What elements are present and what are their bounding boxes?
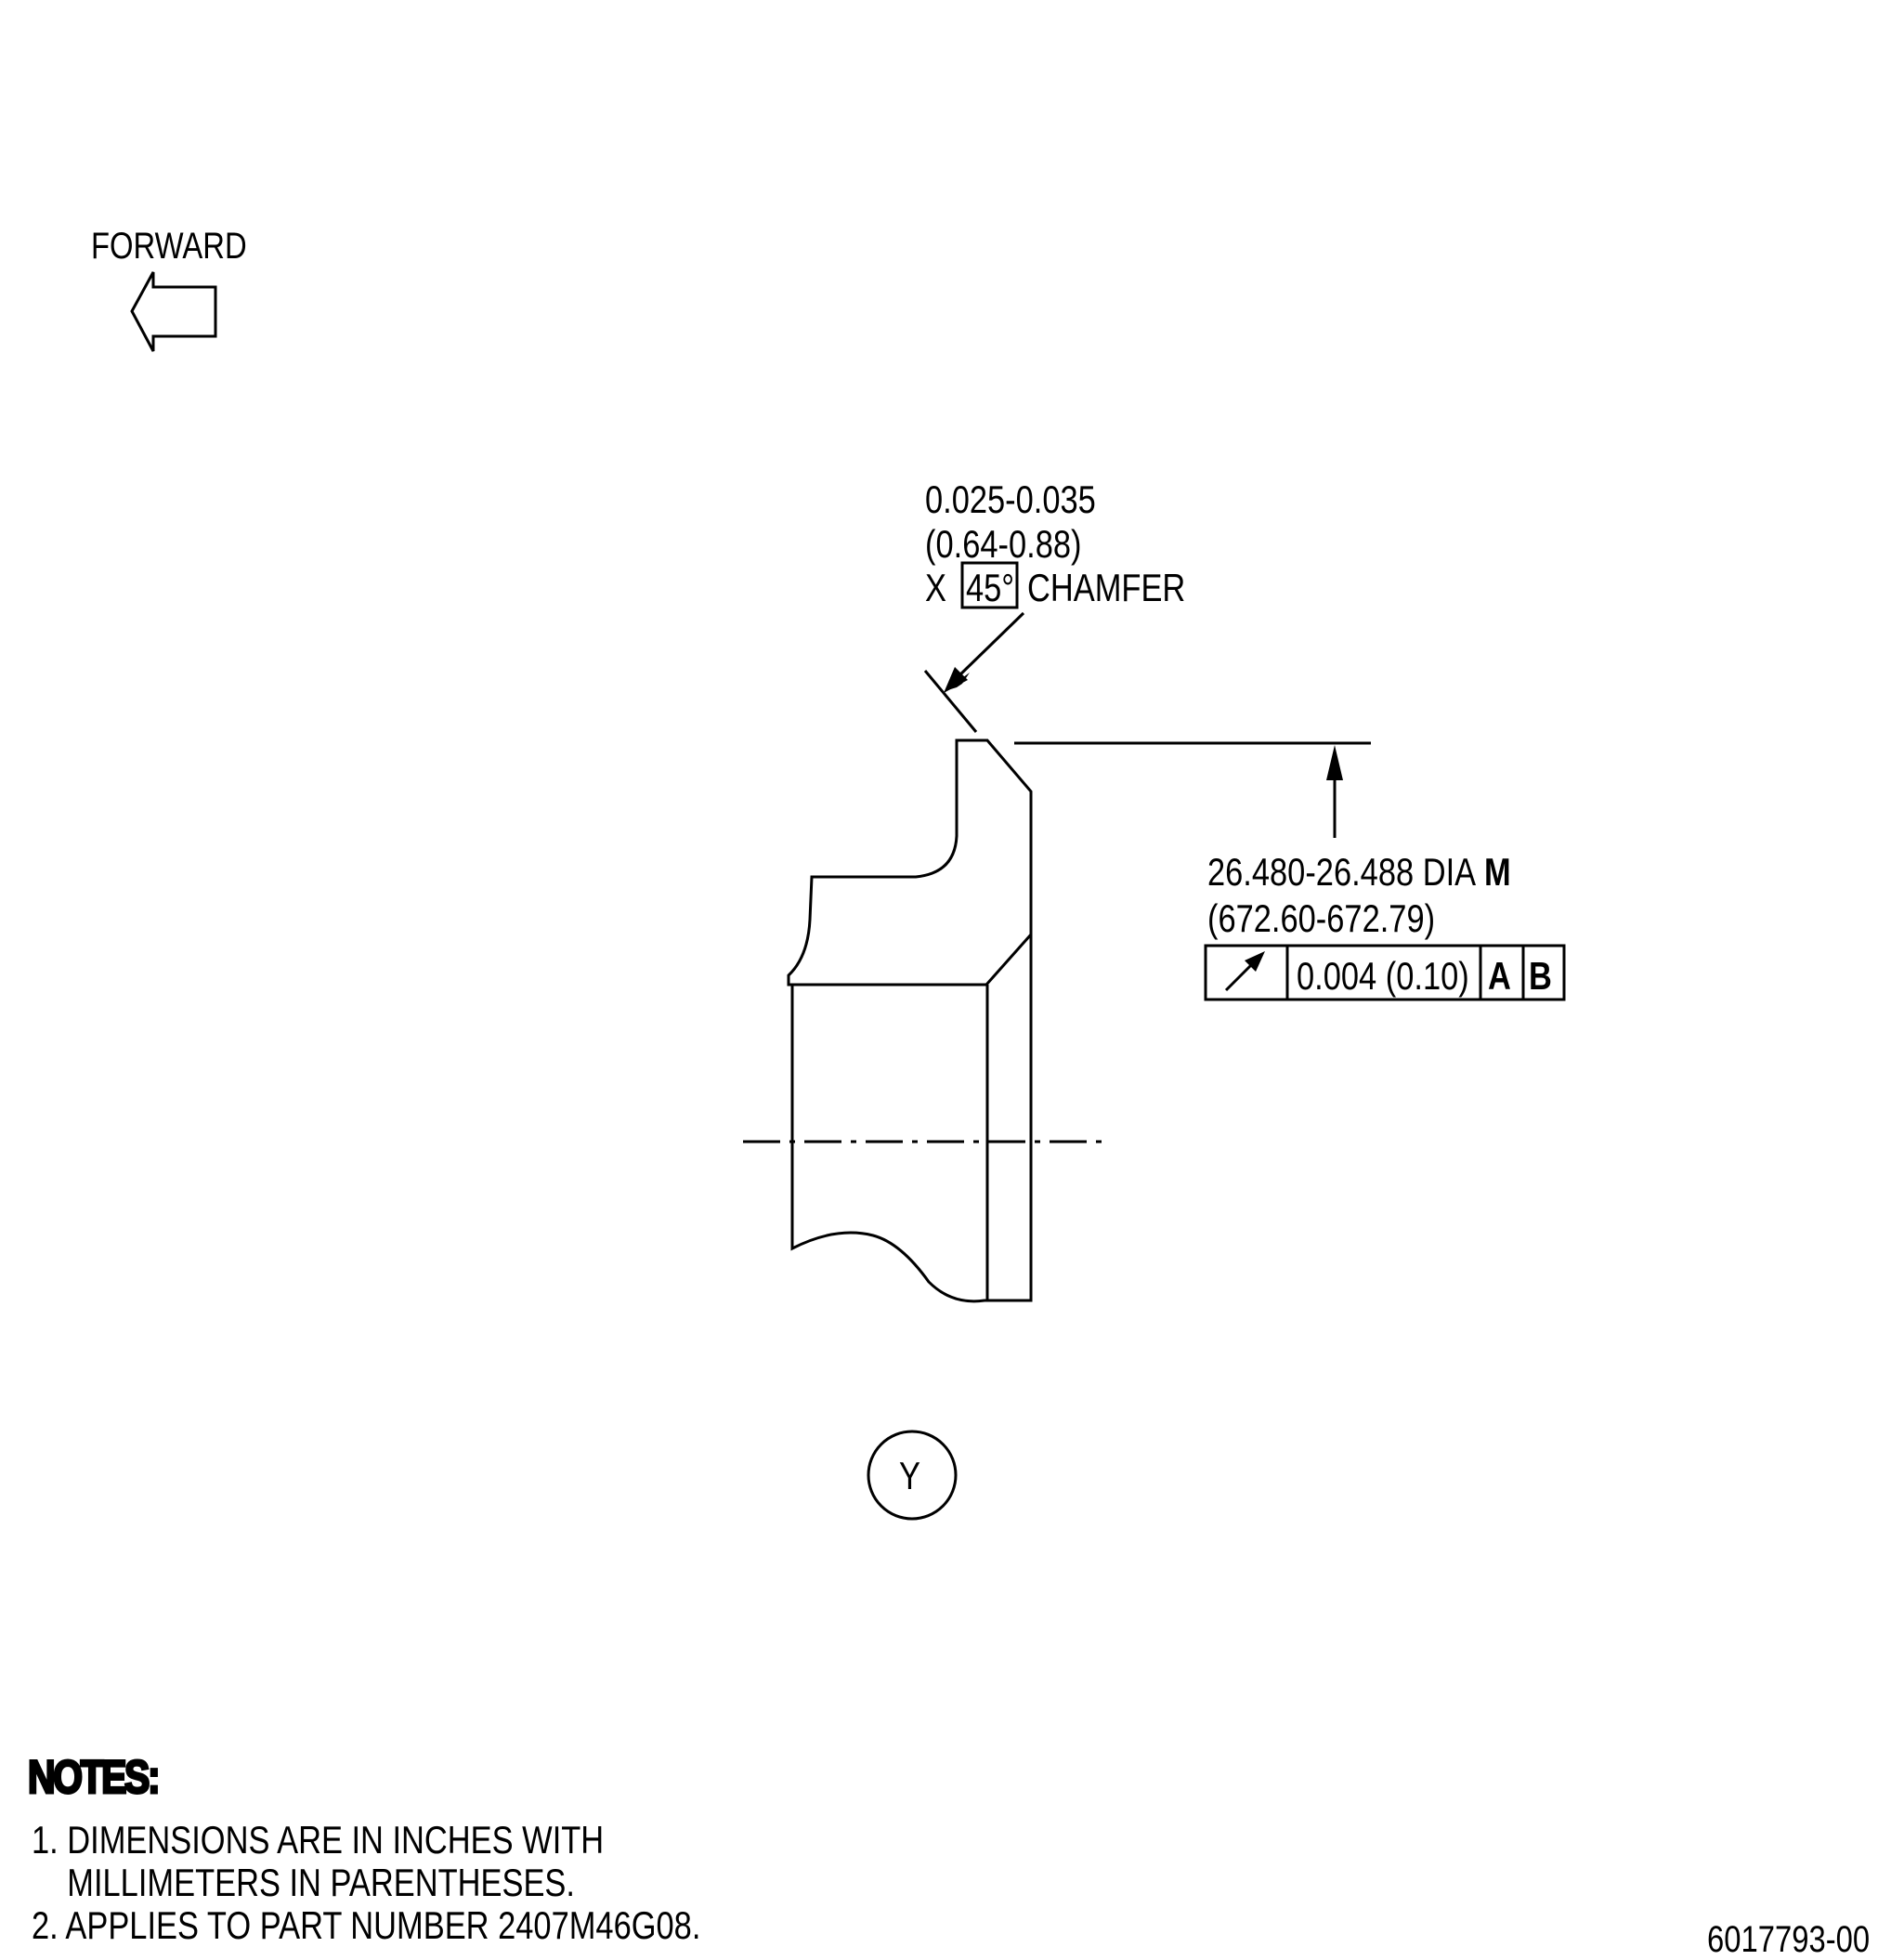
control-frame-datum-b: B: [1529, 954, 1552, 998]
part-outline-upper: [787, 738, 1033, 987]
note-item-1-continued: MILLIMETERS IN PARENTHESES.: [32, 1861, 575, 1904]
forward-label: FORWARD: [91, 226, 247, 267]
chamfer-extension-line: [923, 670, 978, 733]
chamfer-suffix: CHAMFER: [1027, 566, 1186, 609]
drawing-number: 6017793-00: [1707, 1919, 1871, 1960]
diameter-dimension-inch: 26.480-26.488 DIA: [1207, 850, 1477, 894]
control-frame-datum-a: A: [1488, 954, 1511, 998]
chamfer-prefix: X: [925, 566, 946, 609]
note-item-2: 2. APPLIES TO PART NUMBER 2407M46G08.: [32, 1903, 701, 1947]
chamfer-dimension-mm: (0.64-0.88): [925, 522, 1082, 566]
view-label: Y: [899, 1454, 920, 1497]
notes-title: NOTES:: [27, 1751, 162, 1803]
angle-basic-box: [960, 561, 1019, 609]
chamfer-leader-line: [957, 611, 1025, 678]
control-frame-tolerance: 0.004 (0.10): [1297, 954, 1469, 998]
diameter-arrowhead: [1326, 745, 1343, 780]
chamfer-leader-arrowhead-shape: [944, 667, 968, 693]
forward-arrow-icon: [130, 271, 217, 352]
part-outline-body: [790, 934, 1033, 1303]
view-label-circle: [867, 1430, 958, 1521]
feature-control-frame: [1204, 944, 1566, 1001]
runout-arrow-icon: [1224, 951, 1265, 992]
diameter-dimension-mm: (672.60-672.79): [1207, 896, 1436, 940]
chamfer-dimension-inch: 0.025-0.035: [925, 477, 1096, 521]
diameter-modifier: M: [1484, 850, 1511, 894]
chamfer-angle: 45°: [966, 566, 1015, 609]
note-item-1: 1. DIMENSIONS ARE IN INCHES WITH: [32, 1818, 605, 1862]
